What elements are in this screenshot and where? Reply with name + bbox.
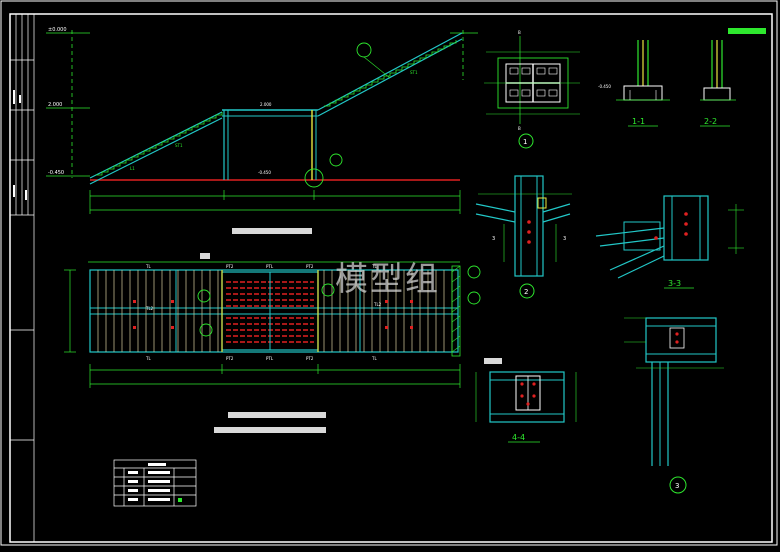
svg-text:3: 3 — [563, 236, 566, 242]
svg-text:2.000: 2.000 — [260, 102, 272, 107]
svg-text:-0.450: -0.450 — [48, 170, 64, 176]
svg-text:TL: TL — [145, 264, 151, 269]
section-4-4: 4-4 — [475, 358, 577, 443]
title-strip-marks — [13, 90, 27, 200]
material-table-text — [128, 463, 182, 502]
svg-text:ST1: ST1 — [410, 70, 418, 75]
svg-text:TL: TL — [145, 356, 151, 361]
svg-text:L1: L1 — [130, 166, 135, 171]
detail-2: 2 3 3 — [475, 175, 572, 299]
plan-dimensions — [89, 364, 461, 388]
section-3-3: 3-3 — [595, 195, 744, 289]
svg-text:ST1: ST1 — [175, 143, 183, 148]
left-title-strip — [9, 13, 35, 543]
svg-text:2.000: 2.000 — [48, 102, 62, 108]
svg-text:B: B — [518, 30, 521, 35]
svg-text:±0.000: ±0.000 — [48, 27, 67, 33]
stair-elevation: ±0.000 2.000 -0.450 ST1 2.000 -0.450 ST1… — [46, 27, 478, 188]
svg-text:-0.450: -0.450 — [258, 170, 271, 175]
material-table — [113, 459, 197, 507]
detail-3: 3 — [624, 317, 724, 494]
svg-text:PT2: PT2 — [306, 356, 314, 361]
plan-subtitle-bar — [214, 427, 326, 433]
section-1-1: -0.450 1-1 — [598, 40, 670, 127]
detail-1-label: 1 — [523, 138, 527, 146]
stair-plan: TL PT2 PTL PT2 TL PT2 PTL PT2 TL TL TL2 … — [64, 253, 481, 361]
section-2-2: 2-2 — [700, 28, 766, 127]
section-1-1-label: 1-1 — [632, 117, 645, 126]
svg-text:B: B — [518, 126, 521, 131]
detail-1: 1 B B — [484, 30, 580, 149]
svg-text:3: 3 — [492, 236, 495, 242]
svg-text:TL2: TL2 — [373, 302, 382, 307]
svg-text:PT2: PT2 — [226, 356, 234, 361]
svg-text:TL: TL — [371, 264, 377, 269]
svg-text:PT2: PT2 — [226, 264, 234, 269]
section-2-2-label: 2-2 — [704, 117, 717, 126]
section-4-4-label: 4-4 — [512, 433, 525, 442]
detail-3-label: 3 — [675, 482, 679, 490]
svg-text:TL2: TL2 — [145, 306, 154, 311]
svg-text:PTL: PTL — [266, 356, 274, 361]
elevation-title-bar — [232, 228, 312, 234]
section-3-3-label: 3-3 — [668, 279, 681, 288]
drawing-frame — [9, 13, 773, 543]
detail-2-label: 2 — [524, 288, 528, 296]
elevation-dimensions — [89, 190, 461, 214]
svg-text:PTL: PTL — [266, 264, 274, 269]
svg-text:TL: TL — [371, 356, 377, 361]
svg-text:-0.450: -0.450 — [598, 84, 611, 89]
svg-text:PT2: PT2 — [306, 264, 314, 269]
plan-title-bar — [228, 412, 326, 418]
